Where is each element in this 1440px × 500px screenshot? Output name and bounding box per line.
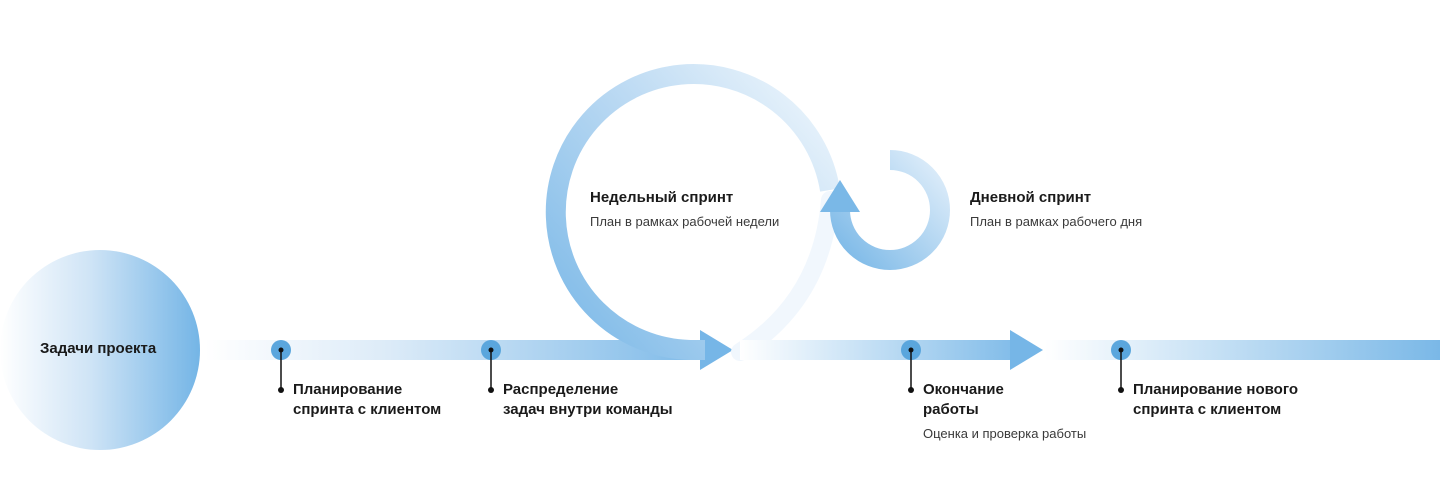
- project-label: Задачи проекта: [40, 340, 157, 357]
- step-label-3: Окончание работы: [923, 380, 1004, 420]
- step-label-4: Планирование нового спринта с клиентом: [1133, 380, 1298, 420]
- step-label-4-line1: Планирование нового: [1133, 381, 1299, 398]
- step-label-1: Планирование спринта с клиентом: [293, 380, 441, 420]
- flow-arrowhead-2: [1010, 330, 1043, 370]
- step-label-1-line1: Планирование: [293, 381, 403, 398]
- weekly-sprint-loop: [545, 64, 840, 360]
- step-label-2: Распределение задач внутри команды: [503, 380, 673, 420]
- step-marker-4: [1111, 340, 1131, 393]
- daily-sprint-title: Дневной спринт: [970, 189, 1092, 206]
- weekly-loop-tail: [731, 191, 839, 361]
- flow-arrowhead-1: [700, 330, 733, 370]
- step-marker-3: [901, 340, 921, 393]
- step-label-2-line2: задач внутри команды: [503, 401, 673, 418]
- weekly-sprint-subtitle: План в рамках рабочей недели: [590, 214, 780, 229]
- daily-sprint-loop: [830, 150, 950, 270]
- flow-segment-3: [1045, 340, 1440, 360]
- step-label-3-line2: работы: [923, 401, 979, 418]
- step-label-4-line2: спринта с клиентом: [1133, 401, 1282, 418]
- step-label-2-line1: Распределение: [503, 381, 619, 398]
- daily-sprint-subtitle: План в рамках рабочего дня: [970, 214, 1143, 229]
- flow-segment-2: [740, 340, 1015, 360]
- step-label-3-line1: Окончание: [923, 381, 1004, 398]
- daily-loop-arrowhead: [820, 180, 860, 212]
- weekly-sprint-title: Недельный спринт: [590, 189, 734, 206]
- step-label-1-line2: спринта с клиентом: [293, 401, 442, 418]
- step-note-3: Оценка и проверка работы: [923, 426, 1087, 441]
- project-circle: [0, 250, 200, 450]
- flow-segment-1: [205, 340, 705, 360]
- step-marker-1: [271, 340, 291, 393]
- step-marker-2: [481, 340, 501, 393]
